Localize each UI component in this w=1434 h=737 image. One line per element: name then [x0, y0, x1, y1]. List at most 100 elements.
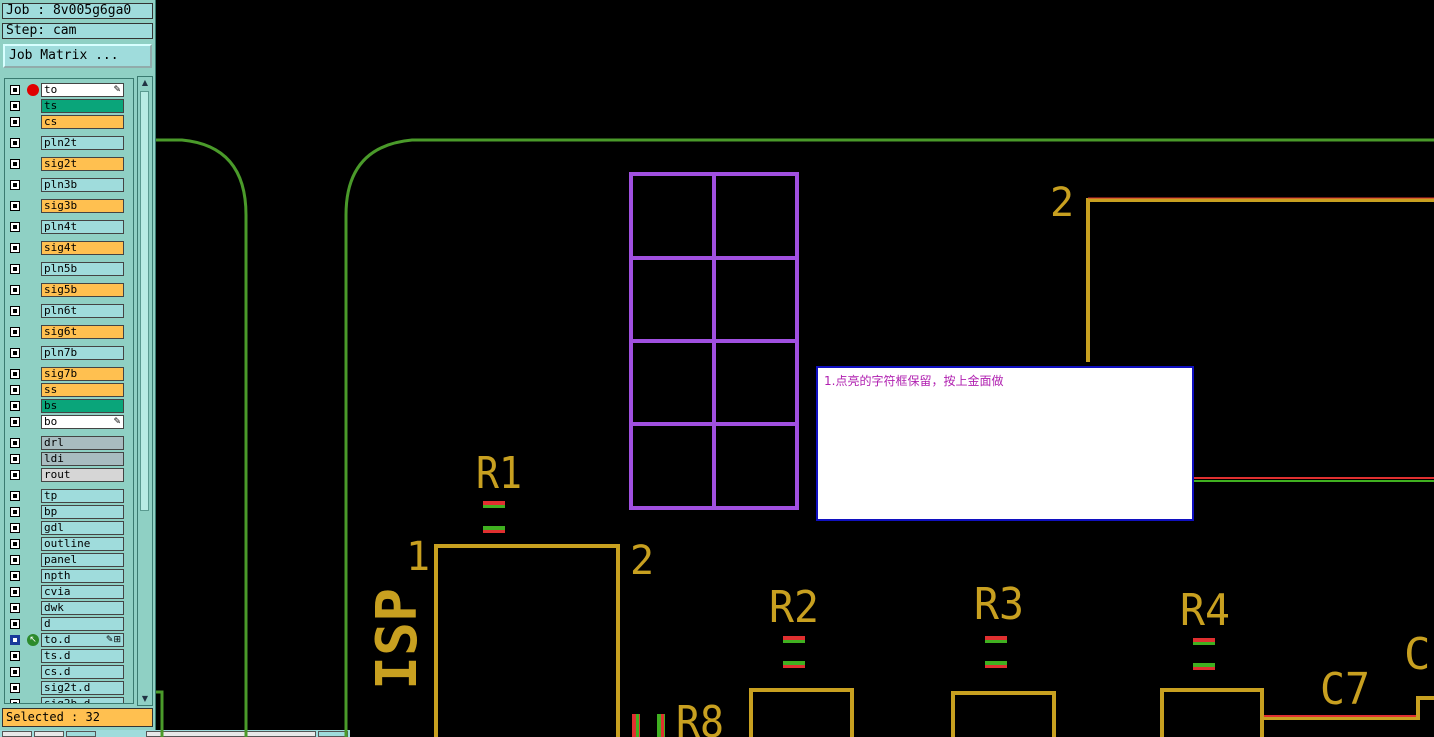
layer-row-drl[interactable]: drl [6, 435, 133, 451]
layer-checkbox[interactable] [10, 201, 20, 211]
layer-name[interactable]: sig2b.d [41, 697, 124, 703]
layer-row-gdl[interactable]: gdl [6, 520, 133, 536]
pcb-canvas[interactable]: R1 R2 R3 R4 R8 C7 C 1 2 2 ISP [156, 0, 1434, 737]
layer-name[interactable]: cs [41, 115, 124, 129]
layer-checkbox[interactable] [10, 306, 20, 316]
layer-name[interactable]: ts.d [41, 649, 124, 663]
layer-checkbox[interactable] [10, 138, 20, 148]
layer-row-outline[interactable]: outline [6, 536, 133, 552]
layer-name[interactable]: cvia [41, 585, 124, 599]
layer-row-panel[interactable]: panel [6, 552, 133, 568]
layer-row-rout[interactable]: rout [6, 467, 133, 483]
layer-name[interactable]: gdl [41, 521, 124, 535]
layer-name[interactable]: bo✎ [41, 415, 124, 429]
layer-row-bp[interactable]: bp [6, 504, 133, 520]
layer-checkbox[interactable] [10, 454, 20, 464]
layer-checkbox[interactable] [10, 264, 20, 274]
layer-row-dwk[interactable]: dwk [6, 600, 133, 616]
bottom-button-3[interactable] [66, 731, 96, 737]
layer-checkbox[interactable] [10, 539, 20, 549]
layer-row-pln6t[interactable]: pln6t [6, 303, 133, 319]
layer-checkbox[interactable] [10, 470, 20, 480]
layer-name[interactable]: drl [41, 436, 124, 450]
layer-row-ldi[interactable]: ldi [6, 451, 133, 467]
bottom-button-2[interactable] [34, 731, 64, 737]
layer-row-sig5b[interactable]: sig5b [6, 282, 133, 298]
note-popup[interactable]: 1.点亮的字符框保留，按上金面做 [816, 366, 1194, 521]
layer-name[interactable]: sig2t.d [41, 681, 124, 695]
layer-name[interactable]: ts [41, 99, 124, 113]
scroll-thumb[interactable] [140, 91, 149, 511]
scroll-up-icon[interactable]: ▲ [141, 78, 149, 87]
scroll-down-icon[interactable]: ▼ [141, 694, 149, 703]
layer-row-pln4t[interactable]: pln4t [6, 219, 133, 235]
layer-checkbox[interactable] [10, 555, 20, 565]
layer-name[interactable]: pln6t [41, 304, 124, 318]
layer-name[interactable]: sig7b [41, 367, 124, 381]
layer-name[interactable]: d [41, 617, 124, 631]
layer-name[interactable]: to✎ [41, 83, 124, 97]
layer-row-npth[interactable]: npth [6, 568, 133, 584]
layer-row-pln3b[interactable]: pln3b [6, 177, 133, 193]
layer-name[interactable]: cs.d [41, 665, 124, 679]
layer-row-tp[interactable]: tp [6, 488, 133, 504]
layer-checkbox[interactable] [10, 587, 20, 597]
job-matrix-button[interactable]: Job Matrix ... [3, 44, 152, 68]
layer-row-cvia[interactable]: cvia [6, 584, 133, 600]
layer-checkbox[interactable] [10, 117, 20, 127]
layer-name[interactable]: rout [41, 468, 124, 482]
layer-row-sig6t[interactable]: sig6t [6, 324, 133, 340]
layer-checkbox[interactable] [10, 683, 20, 693]
layer-name[interactable]: sig6t [41, 325, 124, 339]
layer-checkbox[interactable] [10, 369, 20, 379]
layer-checkbox[interactable] [10, 222, 20, 232]
layer-scrollbar[interactable]: ▲ ▼ [137, 76, 153, 706]
layer-name[interactable]: sig4t [41, 241, 124, 255]
layer-checkbox[interactable] [10, 417, 20, 427]
layer-checkbox[interactable] [10, 635, 20, 645]
layer-row-sig2t[interactable]: sig2t [6, 156, 133, 172]
layer-name[interactable]: sig5b [41, 283, 124, 297]
layer-checkbox[interactable] [10, 651, 20, 661]
layer-row-to[interactable]: to✎ [6, 82, 133, 98]
layer-row-sig4t[interactable]: sig4t [6, 240, 133, 256]
layer-checkbox[interactable] [10, 507, 20, 517]
layer-row-ss[interactable]: ss [6, 382, 133, 398]
layer-name[interactable]: sig2t [41, 157, 124, 171]
layer-checkbox[interactable] [10, 385, 20, 395]
layer-row-d[interactable]: d [6, 616, 133, 632]
layer-row-sig2b-d[interactable]: sig2b.d [6, 696, 133, 703]
layer-name[interactable]: ldi [41, 452, 124, 466]
layer-row-pln7b[interactable]: pln7b [6, 345, 133, 361]
layer-checkbox[interactable] [10, 159, 20, 169]
layer-name[interactable]: sig3b [41, 199, 124, 213]
layer-checkbox[interactable] [10, 491, 20, 501]
layer-name[interactable]: ss [41, 383, 124, 397]
layer-name[interactable]: to.d✎⊞ [41, 633, 124, 647]
bottom-button-1[interactable] [2, 731, 32, 737]
layer-name[interactable]: tp [41, 489, 124, 503]
layer-checkbox[interactable] [10, 243, 20, 253]
layer-row-ts[interactable]: ts [6, 98, 133, 114]
layer-checkbox[interactable] [10, 327, 20, 337]
layer-checkbox[interactable] [10, 523, 20, 533]
layer-checkbox[interactable] [10, 438, 20, 448]
layer-name[interactable]: bp [41, 505, 124, 519]
layer-checkbox[interactable] [10, 101, 20, 111]
layer-row-bo[interactable]: bo✎ [6, 414, 133, 430]
layer-name[interactable]: pln2t [41, 136, 124, 150]
layer-row-pln2t[interactable]: pln2t [6, 135, 133, 151]
layer-name[interactable]: pln4t [41, 220, 124, 234]
layer-checkbox[interactable] [10, 571, 20, 581]
layer-row-sig7b[interactable]: sig7b [6, 366, 133, 382]
layer-name[interactable]: outline [41, 537, 124, 551]
layer-checkbox[interactable] [10, 603, 20, 613]
layer-name[interactable]: pln5b [41, 262, 124, 276]
layer-name[interactable]: npth [41, 569, 124, 583]
layer-checkbox[interactable] [10, 619, 20, 629]
layer-name[interactable]: pln3b [41, 178, 124, 192]
layer-checkbox[interactable] [10, 401, 20, 411]
layer-row-bs[interactable]: bs [6, 398, 133, 414]
layer-row-sig2t-d[interactable]: sig2t.d [6, 680, 133, 696]
layer-checkbox[interactable] [10, 180, 20, 190]
